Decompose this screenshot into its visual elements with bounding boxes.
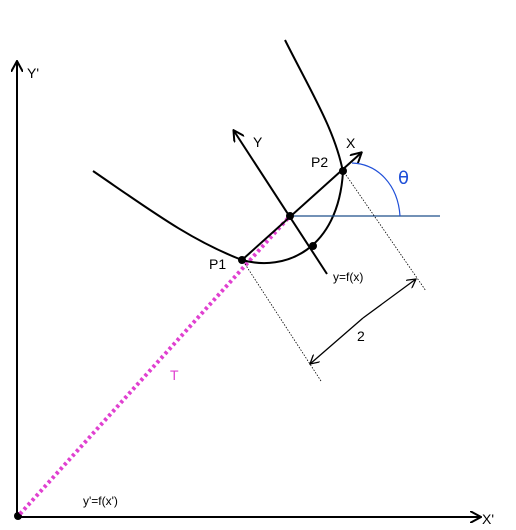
p2-label: P2 [311, 154, 328, 170]
point-local-origin [286, 212, 294, 220]
global-function-label: y'=f(x') [83, 494, 118, 508]
angle-label: θ [398, 168, 409, 189]
extension-line-p2 [345, 174, 427, 292]
local-function-label: y=f(x) [333, 270, 363, 284]
x-prime-axis-label: X' [482, 511, 494, 527]
translation-label: T [170, 367, 179, 383]
translation-vector [18, 214, 292, 516]
point-curve-y-intersection [309, 242, 317, 250]
distance-dimension-line-lower [310, 317, 364, 364]
curve-bottom [241, 171, 344, 264]
x-axis-label: X [346, 135, 356, 151]
extension-line-p1 [244, 263, 322, 382]
y-prime-axis-label: Y' [27, 65, 39, 81]
p1-label: P1 [209, 256, 226, 272]
point-p2 [339, 167, 347, 175]
distance-dimension-line [362, 279, 416, 319]
point-p1 [238, 256, 246, 264]
y-axis-label: Y [253, 134, 263, 150]
curve-left [92, 170, 243, 261]
y-axis [234, 131, 328, 275]
distance-label: 2 [357, 328, 365, 344]
curve-top [284, 39, 344, 173]
angle-arc [351, 162, 401, 217]
